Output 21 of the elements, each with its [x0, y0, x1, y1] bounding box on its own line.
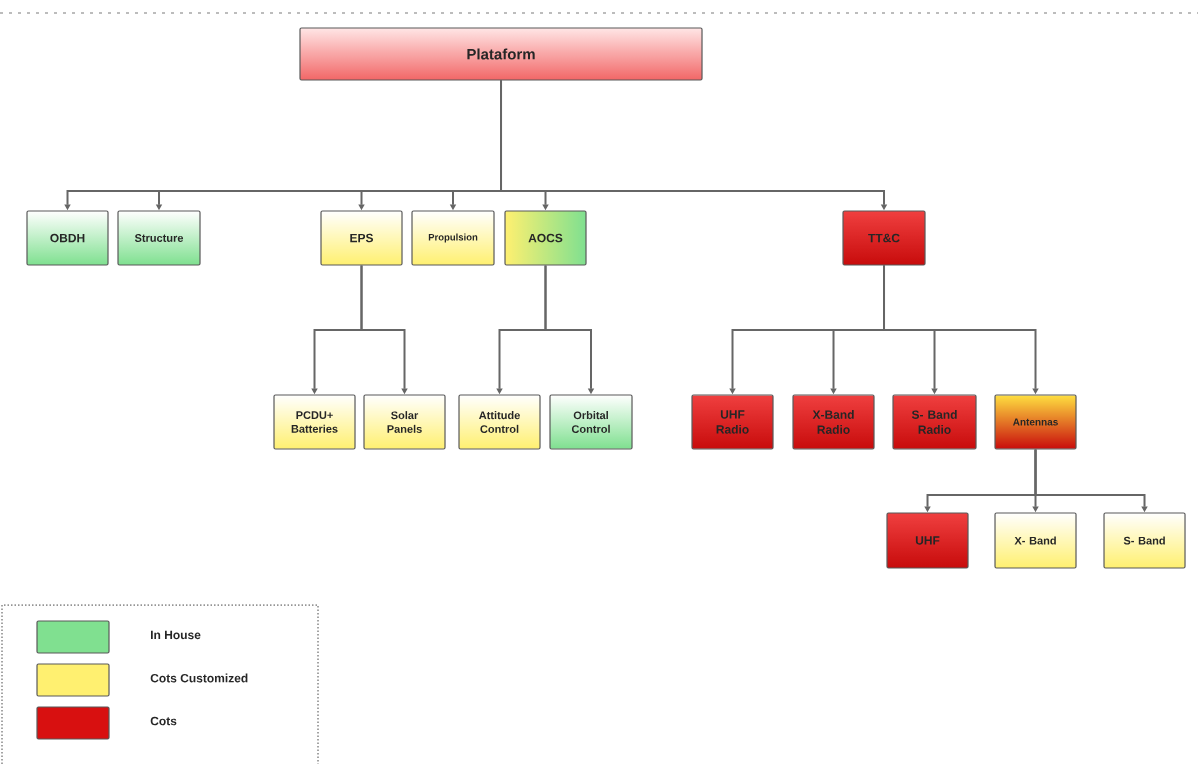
legend-label: In House — [151, 630, 201, 640]
box: S- Band — [1103, 512, 1186, 569]
box: AOCS — [504, 210, 587, 266]
legend-label: Cots — [150, 716, 177, 726]
box: Propulsion — [411, 210, 495, 266]
box: Plataform — [299, 27, 703, 81]
box: OBDH — [26, 210, 109, 266]
box: EPS — [320, 210, 403, 266]
box: PCDU+ Batteries — [273, 394, 356, 450]
box: UHF Radio — [691, 394, 774, 450]
box: UHF — [886, 512, 969, 569]
box: Structure — [117, 210, 201, 266]
box: X- Band — [994, 512, 1077, 569]
box: TT&C — [842, 210, 926, 266]
box: Attitude Control — [458, 394, 541, 450]
legend-label: Cots Customized — [150, 673, 248, 683]
box: S- Band Radio — [892, 394, 977, 450]
box: Antennas — [994, 394, 1077, 450]
box: Orbital Control — [549, 394, 633, 450]
box: X-Band Radio — [792, 394, 875, 450]
box: Solar Panels — [363, 394, 446, 450]
